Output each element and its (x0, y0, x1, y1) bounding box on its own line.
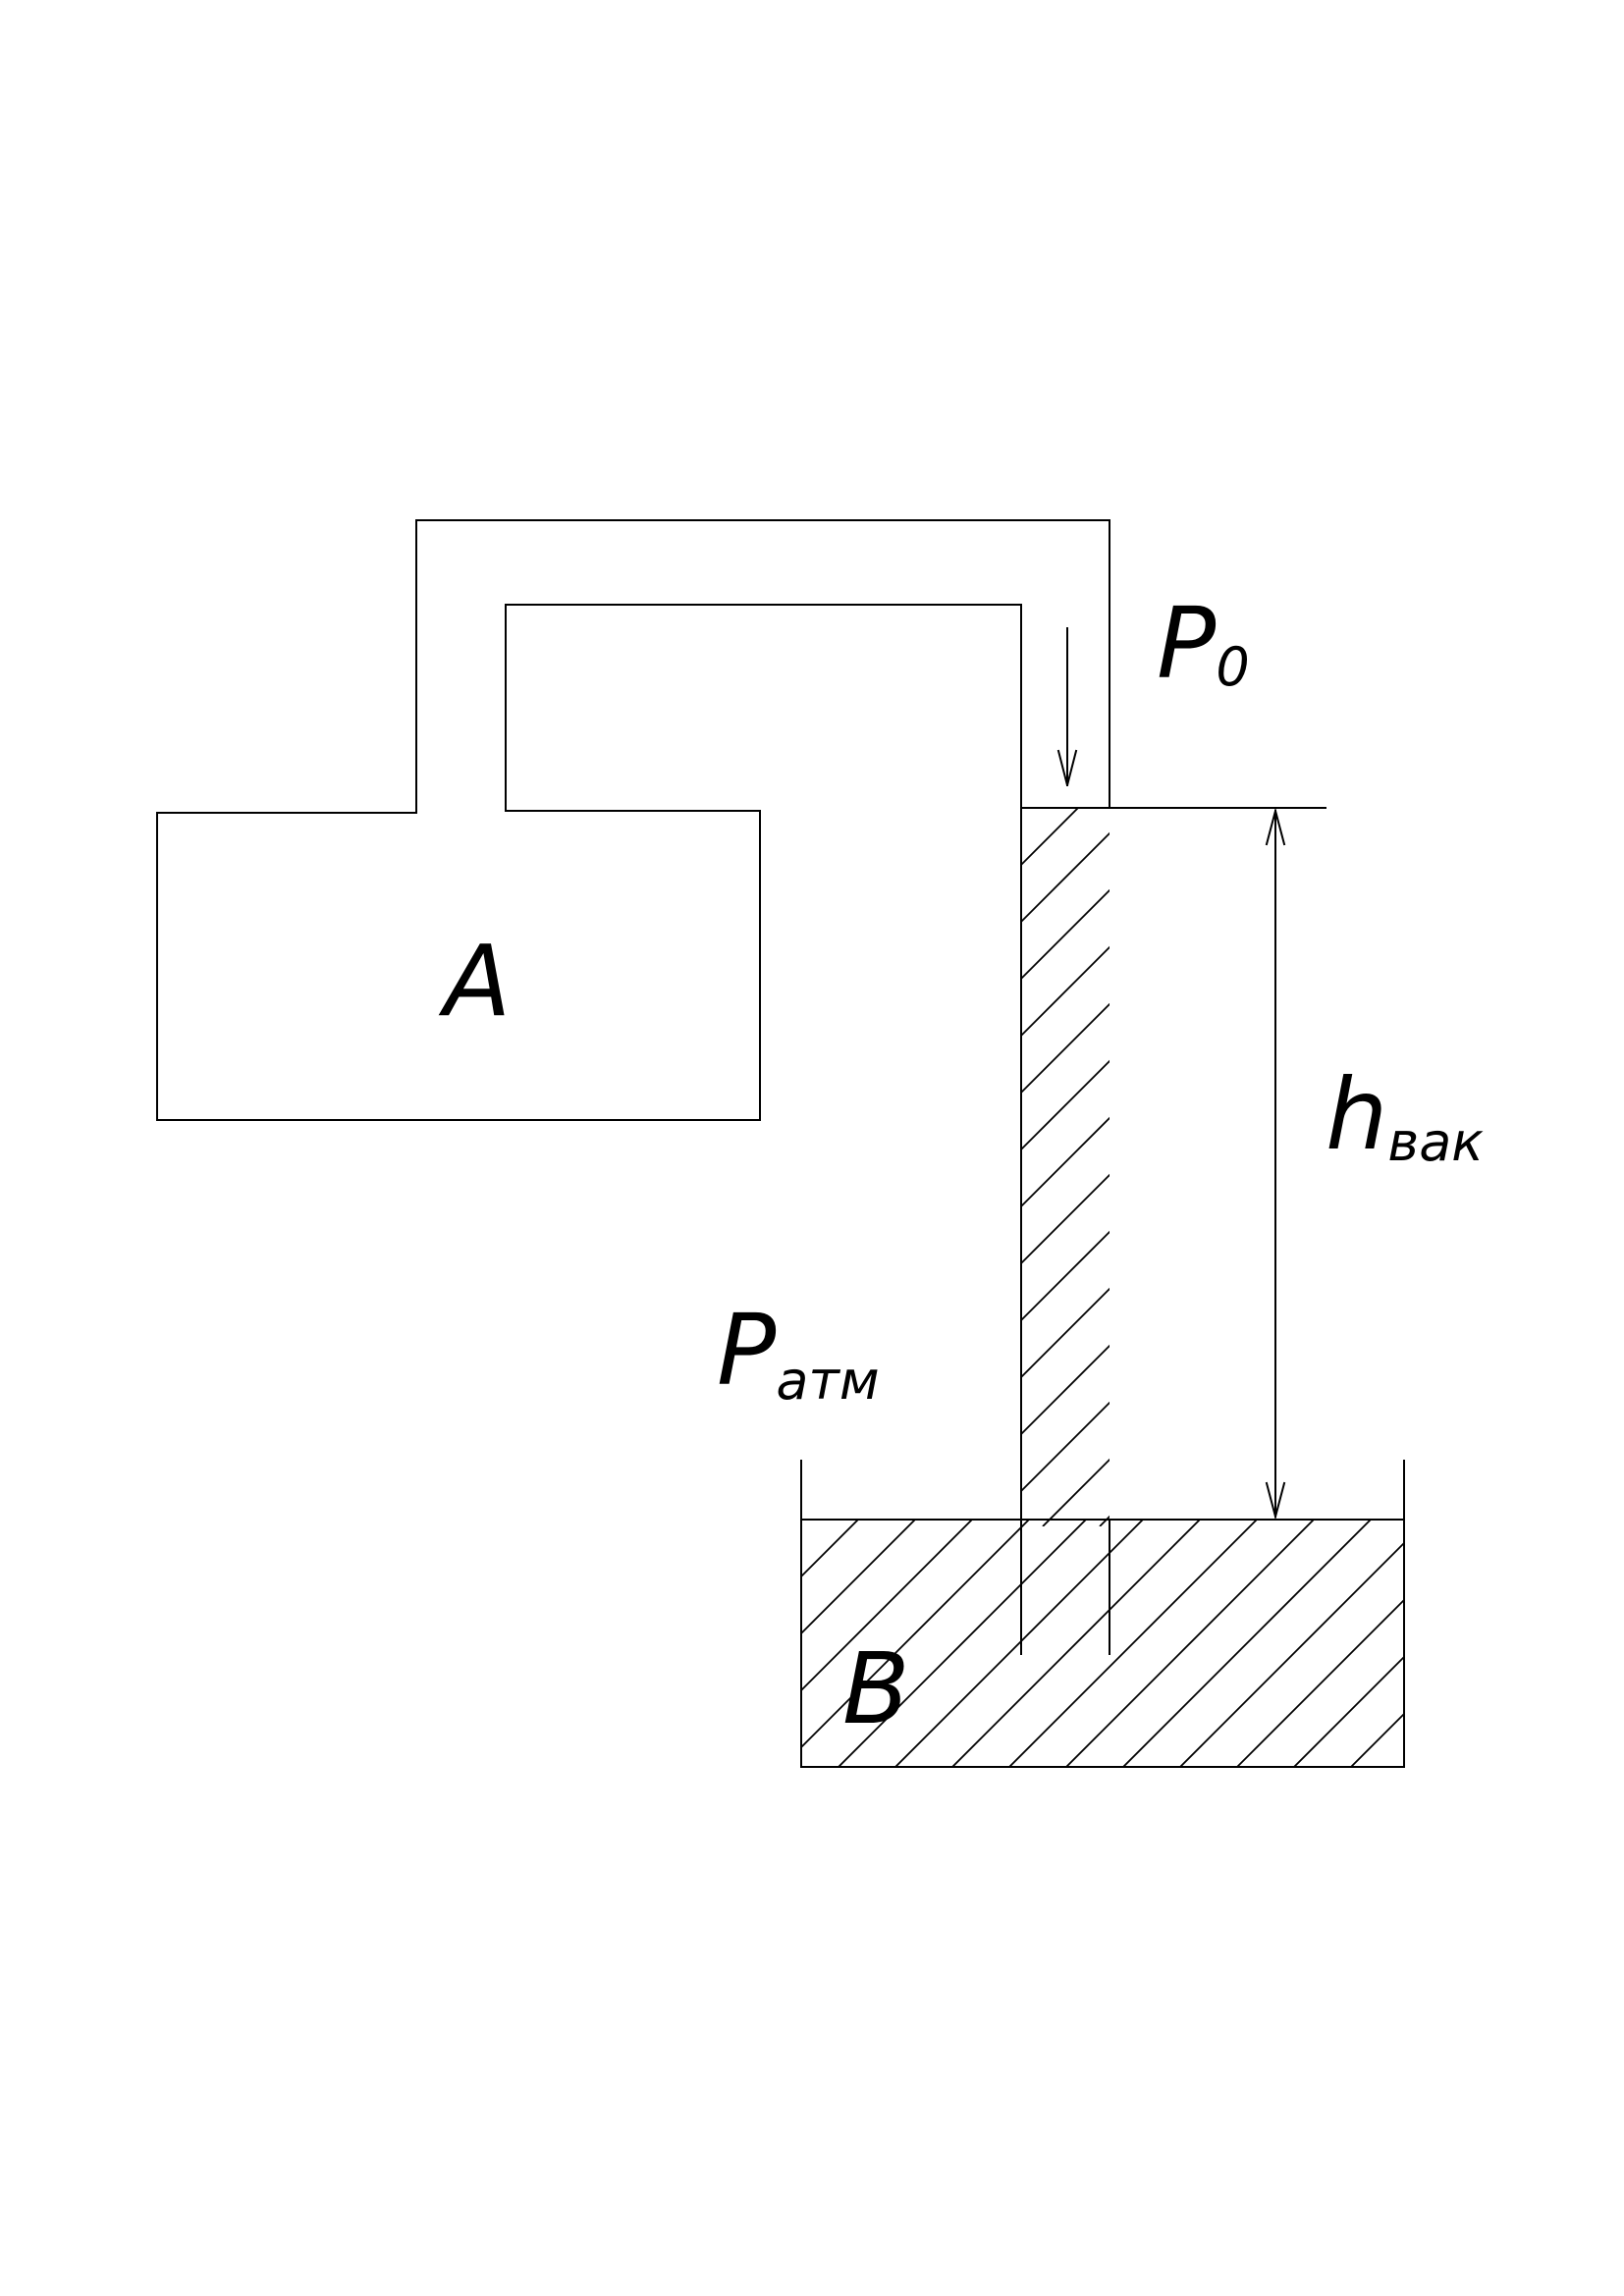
hatch-line (1021, 888, 1110, 981)
height-hvak-main: h (1326, 1057, 1387, 1172)
pressure-p0-label: P0 (1157, 586, 1250, 701)
hvak-dimension (1109, 807, 1326, 1521)
height-hvak-label: hвак (1326, 1057, 1484, 1173)
vessel-a-label: A (438, 924, 511, 1039)
pressure-patm-label: Pатм (717, 1293, 880, 1412)
hatch-line (1021, 808, 1079, 867)
hatch-line (1122, 1520, 1372, 1767)
reservoir-b-outline (800, 1460, 1405, 1768)
vessel-b-label: B (842, 1631, 910, 1746)
vessel-a-outline (156, 519, 1110, 1655)
reservoir-liquid-hatch (801, 1520, 1624, 1767)
hatch-line (801, 1520, 916, 1635)
hatch-line (801, 1520, 802, 1522)
hatch-line (1021, 808, 1022, 810)
hatch-line (894, 1520, 1144, 1767)
pressure-patm-main: P (717, 1293, 777, 1408)
hatch-line (1008, 1520, 1258, 1767)
hatch-line (1236, 1598, 1404, 1767)
hatch-line (1350, 1712, 1404, 1767)
hatch-line (1021, 1116, 1110, 1208)
hatch-line (1021, 1059, 1110, 1151)
hatch-line (1021, 945, 1110, 1038)
pressure-p0-main: P (1157, 586, 1217, 701)
hatch-line (1065, 1520, 1315, 1767)
height-hvak-sub: вак (1387, 1111, 1484, 1173)
hatch-line (1408, 1520, 1624, 1767)
hatch-line (951, 1520, 1201, 1767)
hatch-line (1021, 831, 1110, 924)
vessel-a-inner-outline (156, 604, 1022, 1655)
pressure-p0-sub: 0 (1216, 636, 1249, 698)
tube-liquid-hatch (1021, 808, 1110, 1526)
hatch-line (1021, 1401, 1110, 1493)
hatch-line (1021, 1002, 1110, 1095)
hatch-line (1179, 1541, 1404, 1767)
pressure-patm-sub: атм (776, 1350, 879, 1412)
hatch-line (801, 1520, 973, 1692)
hatch-line (838, 1520, 1087, 1767)
hatch-line (1021, 1344, 1110, 1436)
hatch-line (801, 1520, 1030, 1749)
hatch-line (801, 1520, 859, 1578)
p0-arrow (1056, 627, 1078, 786)
hatch-line (1293, 1655, 1404, 1767)
